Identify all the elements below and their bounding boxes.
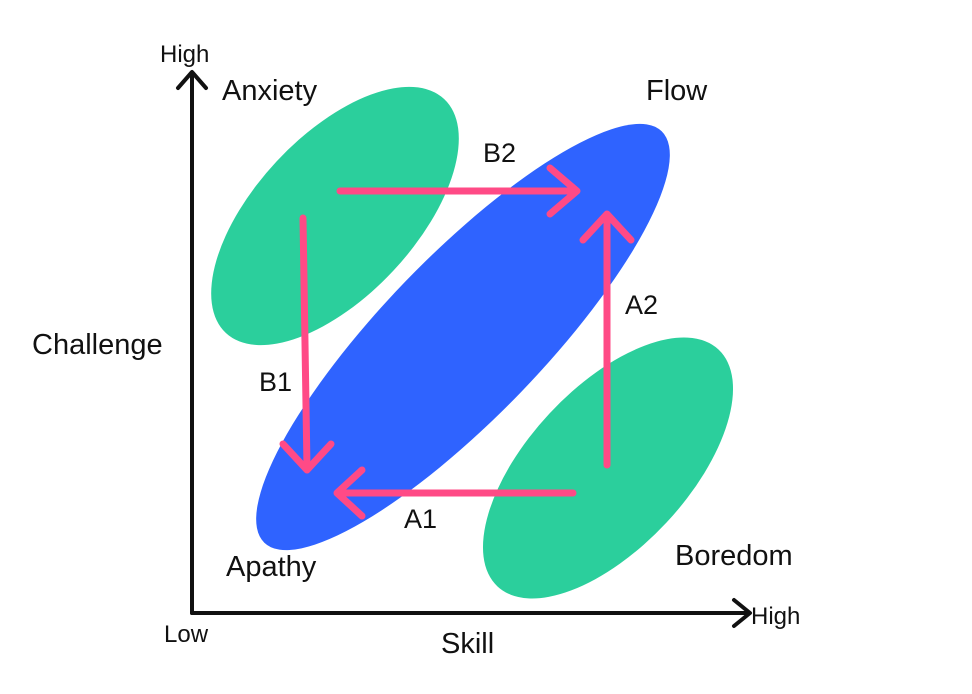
x-axis-high-label: High — [751, 603, 800, 630]
region-label-apathy: Apathy — [226, 551, 317, 583]
anxiety-region — [211, 86, 459, 346]
arrow-a2-head — [579, 210, 635, 244]
x-axis-arrowhead — [732, 598, 752, 628]
transition-arrows — [279, 164, 635, 520]
x-axis-title: Skill — [441, 628, 494, 660]
y-axis-title: Challenge — [32, 329, 163, 361]
region-label-anxiety: Anxiety — [222, 75, 318, 107]
arrow-a1-head — [333, 466, 366, 520]
arrow-b1-shaft — [299, 214, 311, 472]
region-label-flow: Flow — [646, 75, 708, 107]
y-axis-high-label: High — [160, 41, 209, 68]
arrow-b1-head — [279, 440, 335, 474]
axes — [176, 70, 752, 628]
path-label-a2: A2 — [625, 290, 658, 320]
region-label-boredom: Boredom — [675, 540, 793, 572]
path-label-b2: B2 — [483, 138, 516, 168]
path-label-a1: A1 — [404, 504, 437, 534]
origin-low-label: Low — [164, 621, 209, 648]
path-label-b1: B1 — [259, 367, 292, 397]
arrow-b2-head — [546, 164, 581, 218]
flow-channel — [256, 123, 670, 551]
y-axis-arrowhead — [176, 70, 208, 90]
